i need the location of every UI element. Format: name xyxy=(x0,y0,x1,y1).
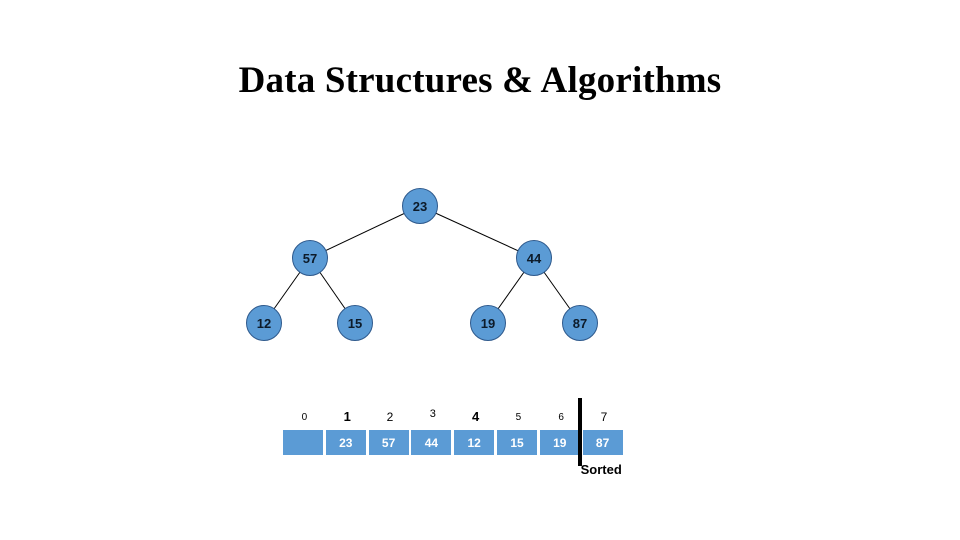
tree-node[interactable]: 15 xyxy=(337,305,373,341)
tree-node[interactable]: 57 xyxy=(292,240,328,276)
array-index-label: 3 xyxy=(429,408,436,420)
tree-node[interactable]: 19 xyxy=(470,305,506,341)
array-index-label: 5 xyxy=(515,412,522,423)
tree-node[interactable]: 12 xyxy=(246,305,282,341)
array-index-label: 6 xyxy=(558,412,564,423)
array-cell-value: 44 xyxy=(424,435,439,450)
array-index-label: 7 xyxy=(600,410,608,424)
tree-node-label: 19 xyxy=(480,315,496,331)
array-cell-value: 19 xyxy=(553,435,567,450)
array-cell[interactable]: 23 xyxy=(325,430,366,455)
array-cell-value: 23 xyxy=(339,435,353,450)
tree-node-label: 23 xyxy=(412,198,428,214)
tree-node-label: 57 xyxy=(302,250,318,266)
tree-node-label: 15 xyxy=(347,315,363,331)
array-cell[interactable]: 19 xyxy=(539,430,580,455)
tree-node-label: 87 xyxy=(572,315,588,331)
tree-node[interactable]: 87 xyxy=(562,305,598,341)
page-title: Data Structures & Algorithms xyxy=(238,60,722,101)
array-cell-value: 15 xyxy=(510,435,524,450)
tree-node[interactable]: 23 xyxy=(402,188,438,224)
array-index-label: 2 xyxy=(386,410,394,424)
array-index-label: 1 xyxy=(343,409,351,424)
tree-node-label: 44 xyxy=(526,250,542,266)
array-cell-value: 57 xyxy=(381,435,396,450)
array-cell[interactable]: 12 xyxy=(454,430,495,455)
array-cell-row: 23 57 44 12 15 19 87 xyxy=(283,430,626,455)
array-index-label: 4 xyxy=(471,409,480,424)
tree-node[interactable]: 44 xyxy=(516,240,552,276)
sorted-divider-bar xyxy=(577,398,582,466)
array-cell-value: 12 xyxy=(467,435,481,450)
array-index-row: 0 1 2 3 4 5 6 7 xyxy=(283,396,626,426)
array-index-label: 0 xyxy=(301,412,308,423)
sorted-label: Sorted xyxy=(580,462,622,477)
array-cell[interactable]: 15 xyxy=(497,430,537,455)
array-cell[interactable]: 44 xyxy=(411,430,452,455)
array-cell[interactable]: 57 xyxy=(368,430,409,455)
array-cell[interactable] xyxy=(283,430,323,455)
array-cell[interactable]: 87 xyxy=(582,430,623,455)
tree-node-label: 12 xyxy=(256,315,272,331)
array-cell-value: 87 xyxy=(595,435,610,450)
